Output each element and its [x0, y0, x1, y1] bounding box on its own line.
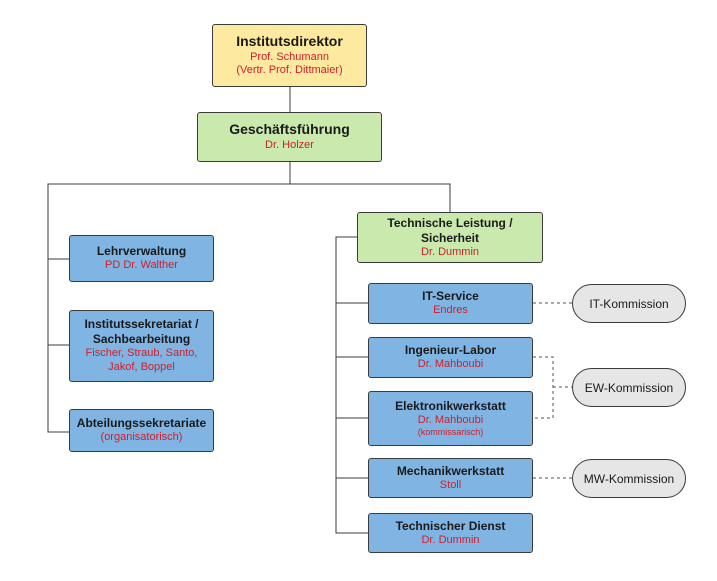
dept-secretariats-title: Abteilungssekretariate — [76, 416, 207, 431]
technical-head-title-2: Sicherheit — [420, 230, 480, 245]
electronics-workshop-box: Elektronikwerkstatt Dr. Mahboubi (kommis… — [368, 391, 533, 446]
technical-head-title-1: Technische Leistung / — [387, 215, 513, 230]
teaching-title: Lehrverwaltung — [96, 244, 187, 259]
director-name: Prof. Schumann — [250, 50, 329, 63]
technical-service-title: Technischer Dienst — [395, 518, 506, 533]
engineering-lab-box: Ingenieur-Labor Dr. Mahboubi — [368, 337, 533, 378]
electronics-workshop-name: Dr. Mahboubi — [417, 413, 484, 426]
it-service-box: IT-Service Endres — [368, 283, 533, 324]
mechanics-workshop-name: Stoll — [439, 478, 462, 491]
secretariat-title-1: Institutssekretariat / — [84, 317, 199, 332]
mw-committee: MW-Kommission — [572, 459, 686, 498]
technical-service-box: Technischer Dienst Dr. Dummin — [368, 513, 533, 553]
technical-service-name: Dr. Dummin — [421, 533, 480, 546]
teaching-box: Lehrverwaltung PD Dr. Walther — [69, 235, 214, 282]
director-title: Institutsdirektor — [236, 33, 343, 49]
secretariat-title-2: Sachbearbeitung — [92, 332, 191, 347]
electronics-workshop-note: (kommissarisch) — [417, 427, 484, 438]
engineering-lab-name: Dr. Mahboubi — [417, 358, 484, 371]
electronics-workshop-title: Elektronikwerkstatt — [395, 398, 506, 413]
dept-secretariats-box: Abteilungssekretariate (organisatorisch) — [69, 409, 214, 452]
it-service-title: IT-Service — [422, 289, 479, 304]
secretariat-names-1: Fischer, Straub, Santo, — [85, 347, 198, 360]
ew-committee: EW-Kommission — [572, 368, 686, 407]
engineering-lab-title: Ingenieur-Labor — [404, 343, 497, 358]
management-box: Geschäftsführung Dr. Holzer — [197, 112, 382, 162]
secretariat-box: Institutssekretariat / Sachbearbeitung F… — [69, 310, 214, 382]
secretariat-names-2: Jakof, Boppel — [108, 361, 175, 373]
management-name: Dr. Holzer — [265, 138, 314, 151]
director-box: Institutsdirektor Prof. Schumann (Vertr.… — [212, 24, 367, 87]
mechanics-workshop-box: Mechanikwerkstatt Stoll — [368, 458, 533, 498]
director-deputy: (Vertr. Prof. Dittmaier) — [236, 64, 343, 77]
teaching-name: PD Dr. Walther — [105, 259, 178, 272]
technical-head-box: Technische Leistung / Sicherheit Dr. Dum… — [357, 212, 543, 263]
it-committee: IT-Kommission — [572, 284, 686, 323]
technical-head-name: Dr. Dummin — [420, 245, 480, 258]
dept-secretariats-note: (organisatorisch) — [100, 431, 183, 444]
management-title: Geschäftsführung — [229, 121, 350, 138]
mechanics-workshop-title: Mechanikwerkstatt — [396, 463, 505, 478]
it-service-name: Endres — [433, 304, 468, 317]
